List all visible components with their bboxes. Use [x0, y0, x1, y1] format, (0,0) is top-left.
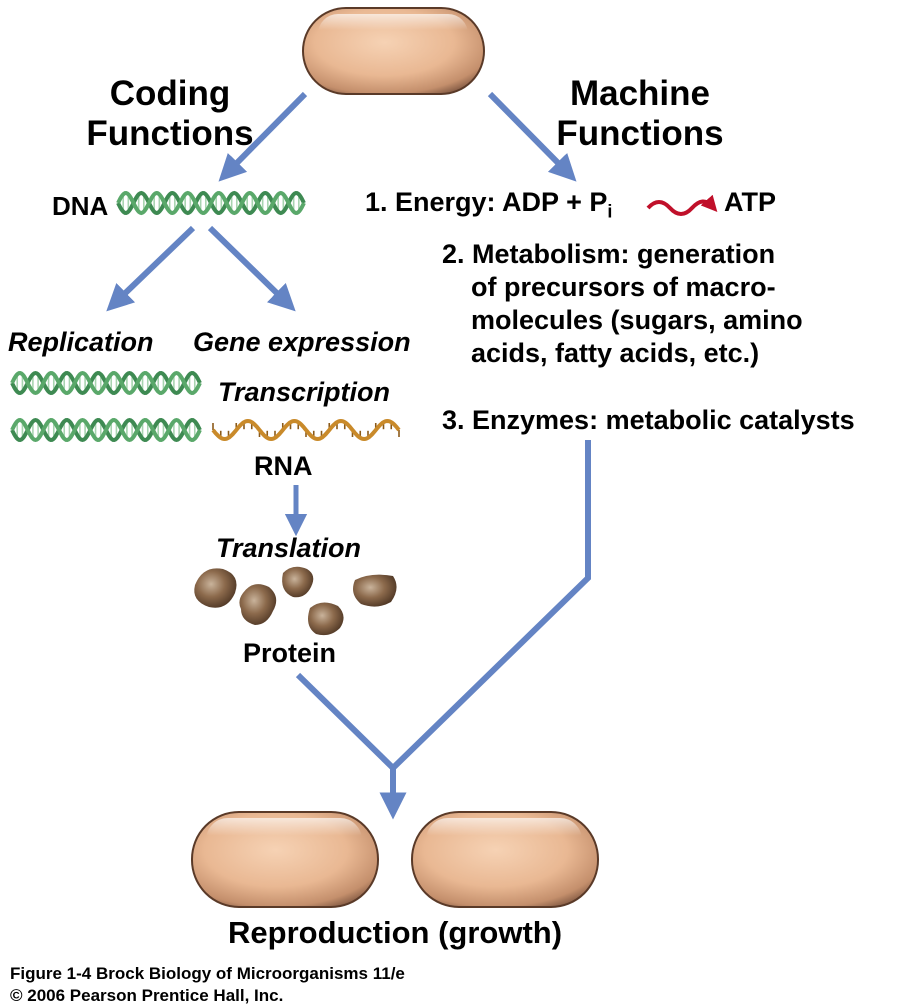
- machine-functions-heading: Machine Functions: [545, 74, 735, 154]
- daughter-cell-right: [411, 811, 599, 908]
- helix-strand: [116, 190, 306, 216]
- metabolism-line: of precursors of macro-: [471, 272, 776, 302]
- arrow-to-machine: [487, 91, 577, 182]
- metabolism-line: molecules (sugars, amino: [471, 305, 803, 335]
- dna-helix-icon: [116, 190, 306, 216]
- daughter-cell-left: [191, 811, 379, 908]
- gene-expression-label: Gene expression: [193, 327, 411, 357]
- reproduction-label: Reproduction (growth): [228, 915, 563, 950]
- rna-label: RNA: [254, 451, 313, 481]
- heading-line: Machine: [569, 74, 711, 113]
- figure-caption: Figure 1-4 Brock Biology of Microorganis…: [10, 964, 405, 983]
- metabolism-line: 2. Metabolism: generation: [442, 239, 776, 269]
- transcription-label: Transcription: [218, 377, 391, 407]
- arrow-to-replication: [106, 225, 196, 312]
- protein-label: Protein: [243, 638, 337, 668]
- helix-strand: [10, 370, 202, 396]
- energy-text: 1. Energy: ADP + P: [365, 187, 608, 217]
- metabolism-line: acids, fatty acids, etc.): [471, 338, 760, 368]
- copyright-caption: © 2006 Pearson Prentice Hall, Inc.: [10, 986, 284, 1005]
- arrow-from-enzymes: [390, 440, 591, 771]
- arrow-to-gene-expression: [207, 225, 296, 312]
- energy-subscript: i: [607, 201, 613, 222]
- atp-label: ATP: [724, 187, 776, 217]
- energy-item: 1. Energy: ADP + Pi: [365, 186, 612, 228]
- heading-line: Functions: [556, 114, 724, 153]
- helix-strand: [10, 417, 202, 443]
- coding-functions-heading: Coding Functions: [80, 74, 260, 154]
- replication-label: Replication: [8, 327, 154, 357]
- heading-line: Functions: [86, 114, 254, 153]
- energy-conversion-arrow-icon: [646, 194, 718, 216]
- arrow-from-protein: [295, 672, 396, 771]
- arrow-to-coding: [218, 91, 308, 182]
- helix-strand: [211, 418, 401, 442]
- dna-label: DNA: [52, 191, 109, 221]
- enzymes-item: 3. Enzymes: metabolic catalysts: [442, 405, 855, 435]
- rna-strand-icon: [211, 418, 401, 442]
- protein-molecules-icon: [194, 566, 397, 636]
- heading-line: Coding: [109, 74, 231, 113]
- translation-label: Translation: [216, 533, 362, 563]
- replicated-dna-helix-icon: [10, 417, 202, 443]
- replicated-dna-helix-icon: [10, 370, 202, 396]
- parent-cell: [302, 7, 485, 95]
- metabolism-item: 2. Metabolism: generation of precursors …: [442, 238, 803, 370]
